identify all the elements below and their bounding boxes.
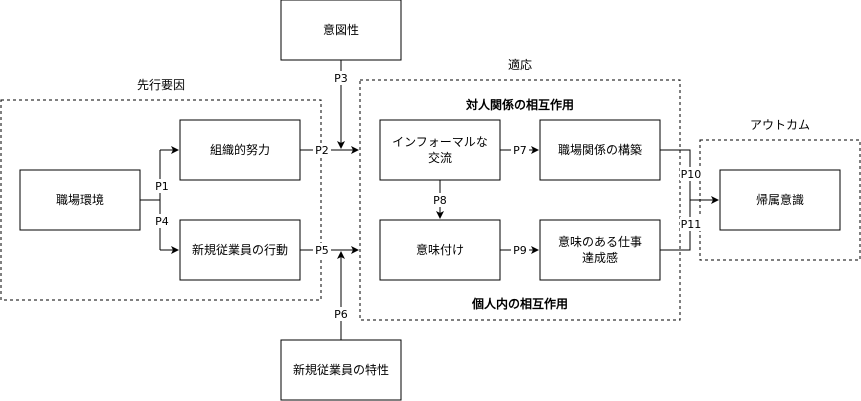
meaning-making-label: 意味付け [416, 242, 464, 257]
belonging-box [719, 169, 841, 231]
informal-exchange-box [379, 119, 501, 181]
newcomer-traits-box [280, 339, 402, 401]
outcome-title: アウトカム [750, 118, 810, 132]
newcomer-behavior-box [179, 219, 301, 281]
meaning-making-box [379, 219, 501, 281]
intrapersonal-title: 個人内の相互作用 [471, 296, 568, 311]
adaptation-title: 適応 [508, 57, 532, 72]
path-label-p2: P2 [315, 144, 329, 157]
antecedents-title: 先行要因 [137, 78, 185, 92]
path-label-p9: P9 [513, 244, 527, 257]
newcomer-behavior-label: 新規従業員の行動 [192, 242, 288, 257]
path-label-p5: P5 [315, 244, 329, 257]
path-label-p11: P11 [681, 218, 702, 231]
path-label-p1: P1 [155, 180, 169, 193]
work-environment-label: 職場環境 [56, 192, 104, 207]
intentionality-label: 意図性 [323, 22, 359, 37]
antecedents-group [0, 99, 322, 301]
meaningful-work-label-line2: 達成感 [582, 250, 618, 265]
work-relationship-box [539, 119, 661, 181]
informal-exchange-label-line1: インフォーマルな [392, 135, 488, 149]
work-relationship-label: 職場関係の構築 [558, 142, 642, 157]
newcomer-traits-label: 新規従業員の特性 [293, 362, 389, 377]
adaptation-group [359, 79, 681, 321]
path-label-p8: P8 [433, 194, 447, 207]
intentionality-box [280, 0, 402, 61]
org-effort-box [179, 119, 301, 181]
interpersonal-title: 対人関係の相互作用 [465, 97, 574, 112]
path-label-p7: P7 [513, 144, 527, 157]
org-effort-label: 組織的努力 [210, 142, 270, 157]
informal-exchange-label-line2: 交流 [428, 150, 452, 165]
meaningful-work-box [539, 219, 661, 281]
path-label-p3: P3 [334, 72, 348, 85]
path-label-p4: P4 [155, 215, 169, 228]
belonging-label: 帰属意識 [756, 192, 804, 207]
path-label-p10: P10 [681, 168, 702, 181]
meaningful-work-label-line1: 意味のある仕事 [558, 234, 642, 249]
work-environment-box [19, 169, 141, 231]
path-label-p6: P6 [334, 308, 348, 321]
